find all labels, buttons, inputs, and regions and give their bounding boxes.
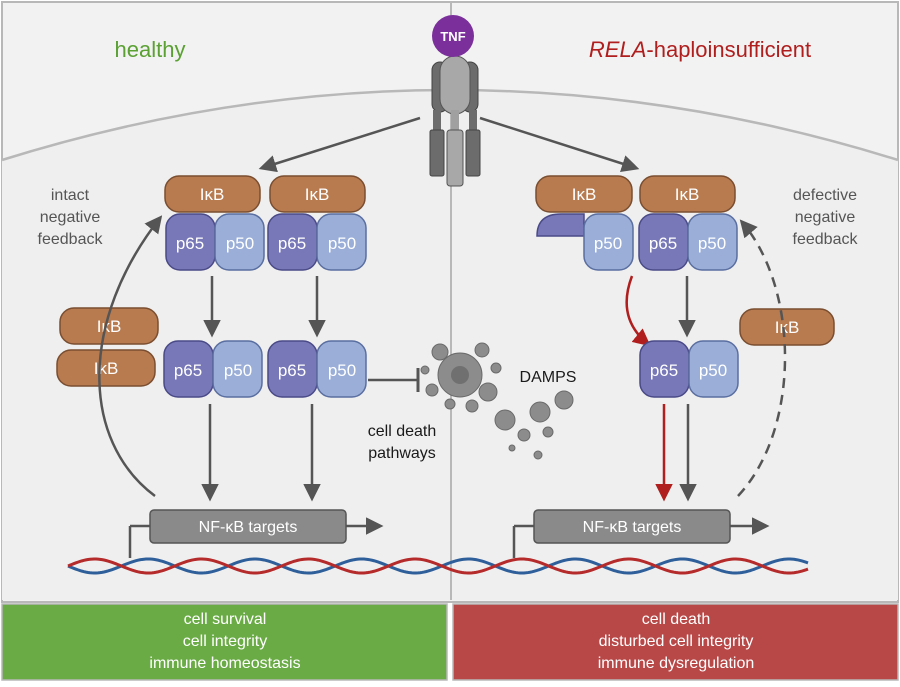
ikb-left-1 <box>164 175 261 213</box>
p50-left-4 <box>316 340 367 398</box>
dna-helix <box>67 557 809 575</box>
arrow-receptor-left <box>258 116 421 173</box>
right-feedback-line-1: defective <box>793 187 857 204</box>
p50-left-3-label: p50 <box>224 361 252 380</box>
ikb-right-1 <box>535 175 633 213</box>
p50-right-1-label: p50 <box>594 234 622 253</box>
p50-left-1-label: p50 <box>226 234 254 253</box>
ikb-feedback-right-label: IκB <box>775 318 800 337</box>
arrow-receptor-right <box>479 116 640 173</box>
p65-left-3-label: p65 <box>174 361 202 380</box>
tnf-ligand <box>432 15 474 57</box>
footer-left <box>1 603 448 681</box>
p65-left-4-label: p65 <box>278 361 306 380</box>
right-outcome-3: immune dysregulation <box>598 655 755 672</box>
ikb-feedback-left-1 <box>59 307 159 345</box>
tnf-label: TNF <box>440 29 465 44</box>
targets-box-right <box>533 509 731 544</box>
left-feedback-line-2: negative <box>40 209 101 226</box>
p65-left-1-label: p65 <box>176 234 204 253</box>
footer-right <box>452 603 899 681</box>
ikb-right-1-label: IκB <box>572 185 597 204</box>
right-outcome-2: disturbed cell integrity <box>599 633 754 650</box>
p50-left-1 <box>214 213 265 271</box>
p50-left-4-label: p50 <box>328 361 356 380</box>
left-outcome-1: cell survival <box>184 611 267 628</box>
p50-right-3 <box>688 340 739 398</box>
feedback-arrow-right-dashed <box>737 219 787 497</box>
ikb-feedback-left-2-label: IκB <box>94 359 119 378</box>
debris-core <box>451 366 469 384</box>
p50-right-1 <box>583 213 634 271</box>
tnf-receptor <box>429 55 481 187</box>
feedback-arrow-left <box>98 215 163 498</box>
right-feedback-line-3: feedback <box>793 231 859 248</box>
cell-death-line-1: cell death <box>368 423 437 440</box>
p65-right-3-label: p65 <box>650 361 678 380</box>
ikb-right-2 <box>639 175 736 213</box>
right-title-italic: RELA <box>589 37 646 62</box>
p65-right-2-label: p65 <box>649 234 677 253</box>
p65-left-2-label: p65 <box>278 234 306 253</box>
p50-left-2 <box>316 213 367 271</box>
right-title: RELA-haploinsufficient <box>589 37 811 62</box>
left-title: healthy <box>115 37 186 62</box>
ikb-left-1-label: IκB <box>200 185 225 204</box>
p50-right-2 <box>687 213 738 271</box>
targets-box-left <box>149 509 347 544</box>
right-title-rest: -haploinsufficient <box>646 37 811 62</box>
dna-strand-red <box>67 557 809 575</box>
p65-right-truncated <box>536 213 585 237</box>
ikb-right-2-label: IκB <box>675 185 700 204</box>
targets-left-label: NF-κB targets <box>199 519 298 536</box>
right-outcome-1: cell death <box>642 611 711 628</box>
ikb-feedback-right <box>739 308 835 346</box>
dna-strand-blue <box>67 557 809 575</box>
cell-death-line-2: pathways <box>368 445 436 462</box>
left-feedback-line-3: feedback <box>38 231 104 248</box>
targets-right-label: NF-κB targets <box>583 519 682 536</box>
p50-right-3-label: p50 <box>699 361 727 380</box>
damps-label: DAMPS <box>520 369 577 386</box>
ikb-left-2-label: IκB <box>305 185 330 204</box>
p50-right-2-label: p50 <box>698 234 726 253</box>
arrow-right-red-curve <box>625 275 651 347</box>
ikb-feedback-left-1-label: IκB <box>97 317 122 336</box>
ikb-feedback-left-2 <box>56 349 156 387</box>
left-feedback-line-1: intact <box>51 187 90 204</box>
left-outcome-2: cell integrity <box>183 633 267 650</box>
p50-left-3 <box>212 340 263 398</box>
ikb-left-2 <box>269 175 366 213</box>
p50-left-2-label: p50 <box>328 234 356 253</box>
damps-debris <box>420 342 574 460</box>
left-outcome-3: immune homeostasis <box>149 655 300 672</box>
right-feedback-line-2: negative <box>795 209 856 226</box>
